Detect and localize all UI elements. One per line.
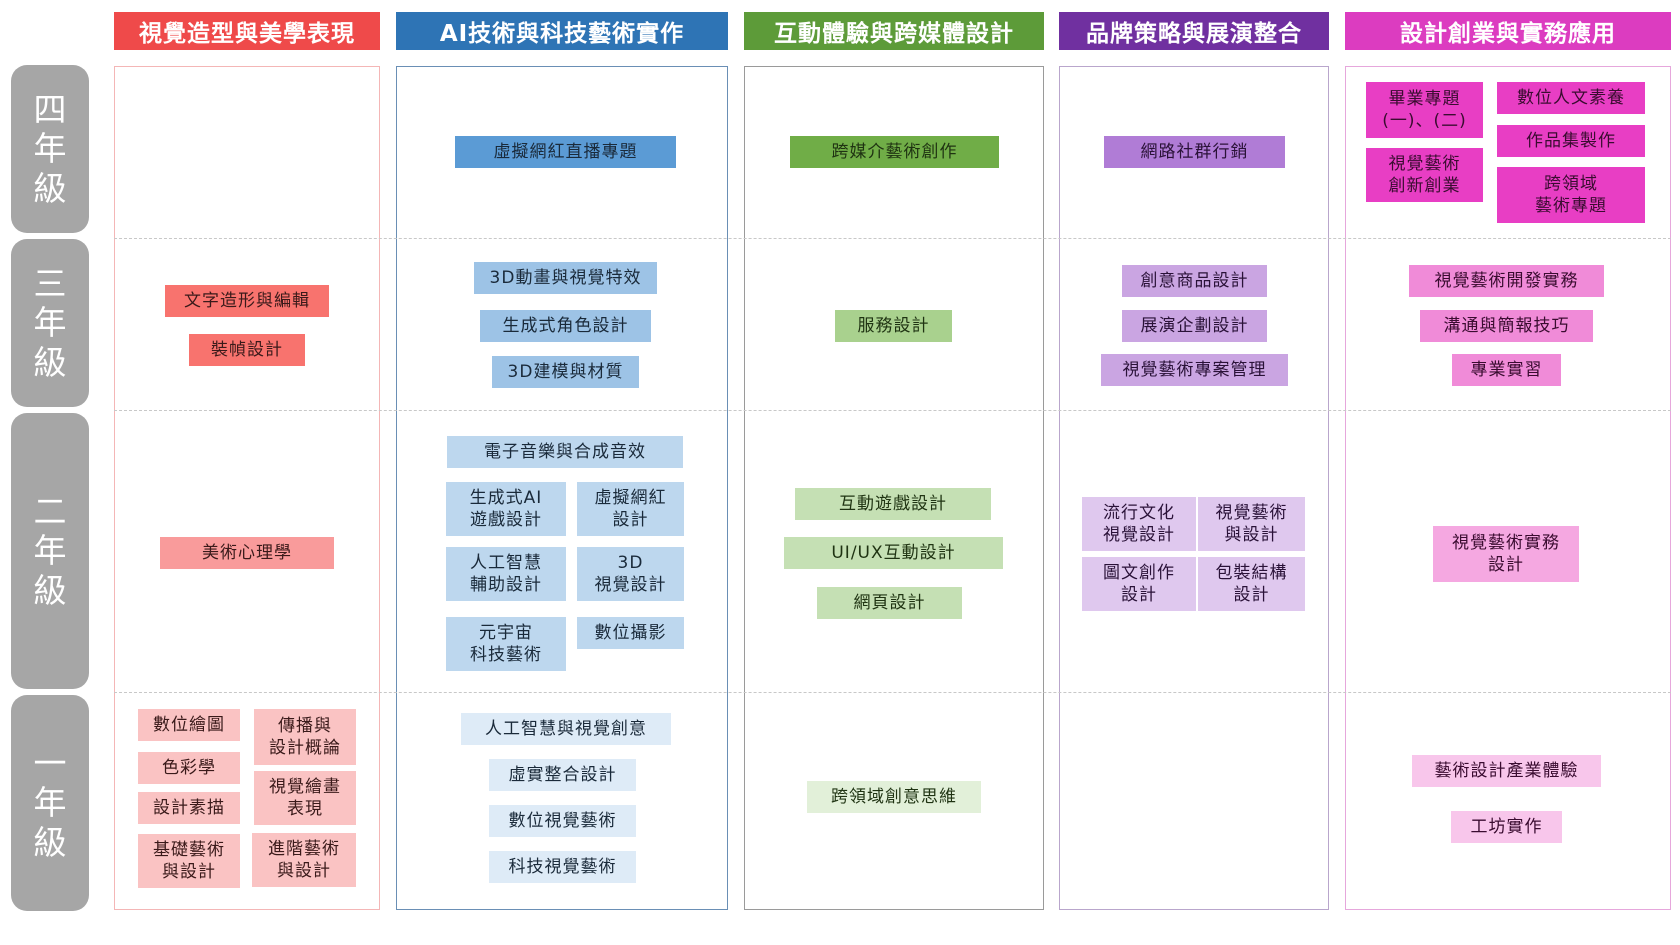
course-box: 色彩學 — [138, 752, 240, 784]
course-box: 3D動畫與視覺特效 — [474, 262, 657, 294]
row-separator-4-3 — [114, 238, 1671, 239]
year-label-2: 二年級 — [11, 413, 89, 689]
course-box: 數位繪圖 — [138, 709, 240, 741]
course-box: 網路社群行銷 — [1104, 136, 1285, 168]
course-box: 工坊實作 — [1451, 811, 1562, 843]
course-box: 創意商品設計 — [1122, 265, 1267, 297]
course-box: 虛擬網紅直播專題 — [455, 136, 676, 168]
course-box: 視覺藝術 創新創業 — [1366, 148, 1483, 202]
column-header-interactive: 互動體驗與跨媒體設計 — [744, 12, 1044, 50]
course-box: 視覺藝術 與設計 — [1198, 497, 1305, 551]
course-box: 生成式AI 遊戲設計 — [446, 482, 566, 536]
course-box: 視覺藝術開發實務 — [1409, 265, 1604, 297]
course-box: 數位人文素養 — [1497, 82, 1645, 114]
course-box: 科技視覺藝術 — [489, 851, 636, 883]
row-separator-3-2 — [114, 410, 1671, 411]
course-box: 圖文創作 設計 — [1082, 557, 1196, 611]
year-label-4: 四年級 — [11, 65, 89, 233]
course-box: 流行文化 視覺設計 — [1082, 497, 1196, 551]
course-box: 視覺繪畫 表現 — [254, 771, 356, 825]
course-box: 人工智慧與視覺創意 — [461, 713, 671, 745]
course-box: 傳播與 設計概論 — [254, 709, 356, 765]
course-box: 視覺藝術專案管理 — [1101, 354, 1288, 386]
course-box: 跨領域 藝術專題 — [1497, 167, 1645, 223]
course-box: 元宇宙 科技藝術 — [446, 617, 566, 671]
column-header-brand: 品牌策略與展演整合 — [1059, 12, 1329, 50]
course-box: 3D建模與材質 — [492, 356, 639, 388]
course-box: 網頁設計 — [817, 587, 962, 619]
row-separator-2-1 — [114, 692, 1671, 693]
course-box: 畢業專題 (一)、(二) — [1366, 82, 1483, 138]
column-header-visual: 視覺造型與美學表現 — [114, 12, 380, 50]
course-box: 設計素描 — [138, 792, 240, 824]
course-box: 包裝結構 設計 — [1198, 557, 1305, 611]
column-header-ai: AI技術與科技藝術實作 — [396, 12, 728, 50]
course-box: 美術心理學 — [160, 537, 334, 569]
course-box: 互動遊戲設計 — [795, 488, 991, 520]
course-box: 3D 視覺設計 — [577, 547, 684, 601]
course-box: 電子音樂與合成音效 — [447, 436, 683, 468]
course-box: 專業實習 — [1452, 354, 1561, 386]
course-box: 數位視覺藝術 — [489, 805, 636, 837]
course-box: 進階藝術 與設計 — [252, 833, 356, 887]
course-box: UI/UX互動設計 — [784, 537, 1003, 569]
course-box: 裝幀設計 — [189, 334, 305, 366]
course-box: 數位攝影 — [577, 617, 684, 649]
column-frame-brand — [1059, 66, 1329, 910]
column-frame-visual — [114, 66, 380, 910]
course-box: 藝術設計產業體驗 — [1412, 755, 1601, 787]
year-label-1: 一年級 — [11, 695, 89, 911]
column-frame-ai — [396, 66, 728, 910]
course-box: 視覺藝術實務 設計 — [1433, 526, 1579, 582]
column-frame-interactive — [744, 66, 1044, 910]
course-box: 溝通與簡報技巧 — [1420, 310, 1593, 342]
course-box: 作品集製作 — [1497, 125, 1645, 157]
column-frame-career — [1345, 66, 1671, 910]
course-box: 生成式角色設計 — [480, 310, 651, 342]
year-label-3: 三年級 — [11, 239, 89, 407]
course-box: 基礎藝術 與設計 — [138, 834, 240, 888]
course-box: 跨領域創意思維 — [807, 781, 981, 813]
course-box: 人工智慧 輔助設計 — [446, 547, 566, 601]
course-box: 服務設計 — [835, 310, 952, 342]
course-box: 展演企劃設計 — [1122, 310, 1267, 342]
column-header-career: 設計創業與實務應用 — [1345, 12, 1671, 50]
course-box: 虛擬網紅 設計 — [577, 482, 684, 536]
course-box: 跨媒介藝術創作 — [790, 136, 999, 168]
course-box: 虛實整合設計 — [489, 759, 636, 791]
course-box: 文字造形與編輯 — [165, 285, 329, 317]
